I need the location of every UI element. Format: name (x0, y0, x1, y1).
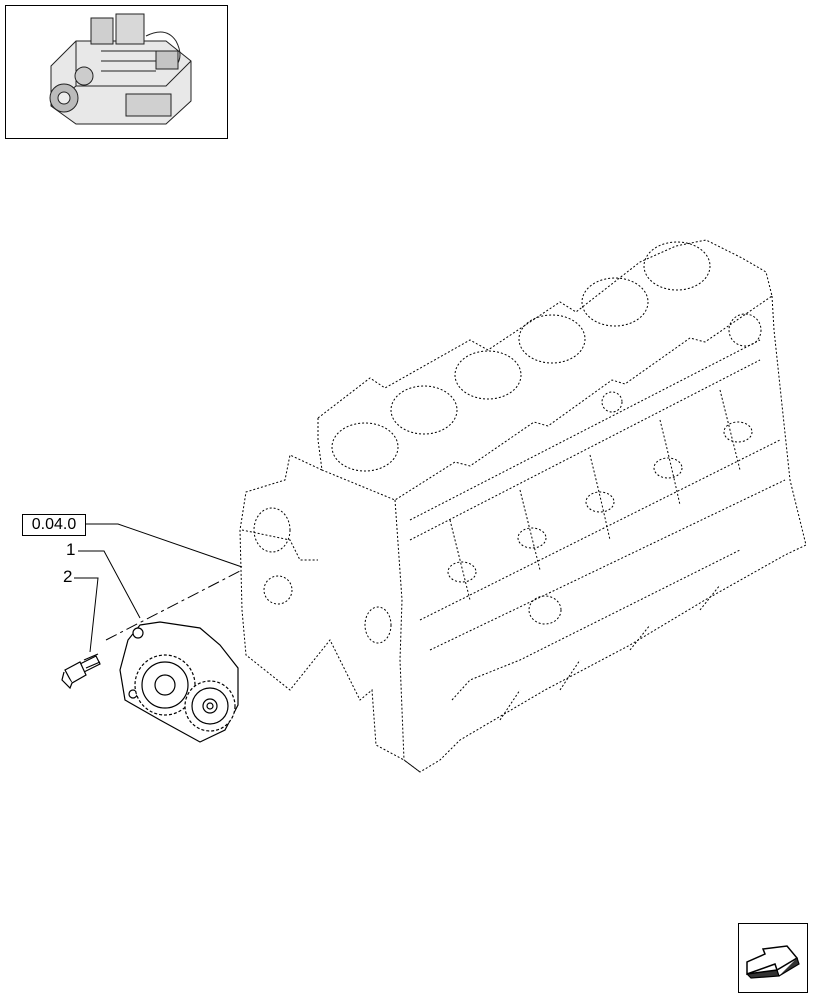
engine-thumbnail-icon (49, 13, 192, 125)
oil-pump (119, 621, 239, 743)
reference-label[interactable]: 0.04.0 (22, 514, 86, 536)
callout-2: 2 (63, 567, 73, 586)
next-page-button[interactable] (738, 923, 808, 993)
engine-thumbnail (5, 5, 228, 139)
leader-lines (74, 523, 243, 653)
cylinder-block (239, 239, 807, 773)
next-page-arrow-icon (746, 945, 800, 979)
callout-1: 1 (66, 540, 76, 559)
alignment-line (105, 569, 243, 641)
bolt (61, 653, 101, 690)
